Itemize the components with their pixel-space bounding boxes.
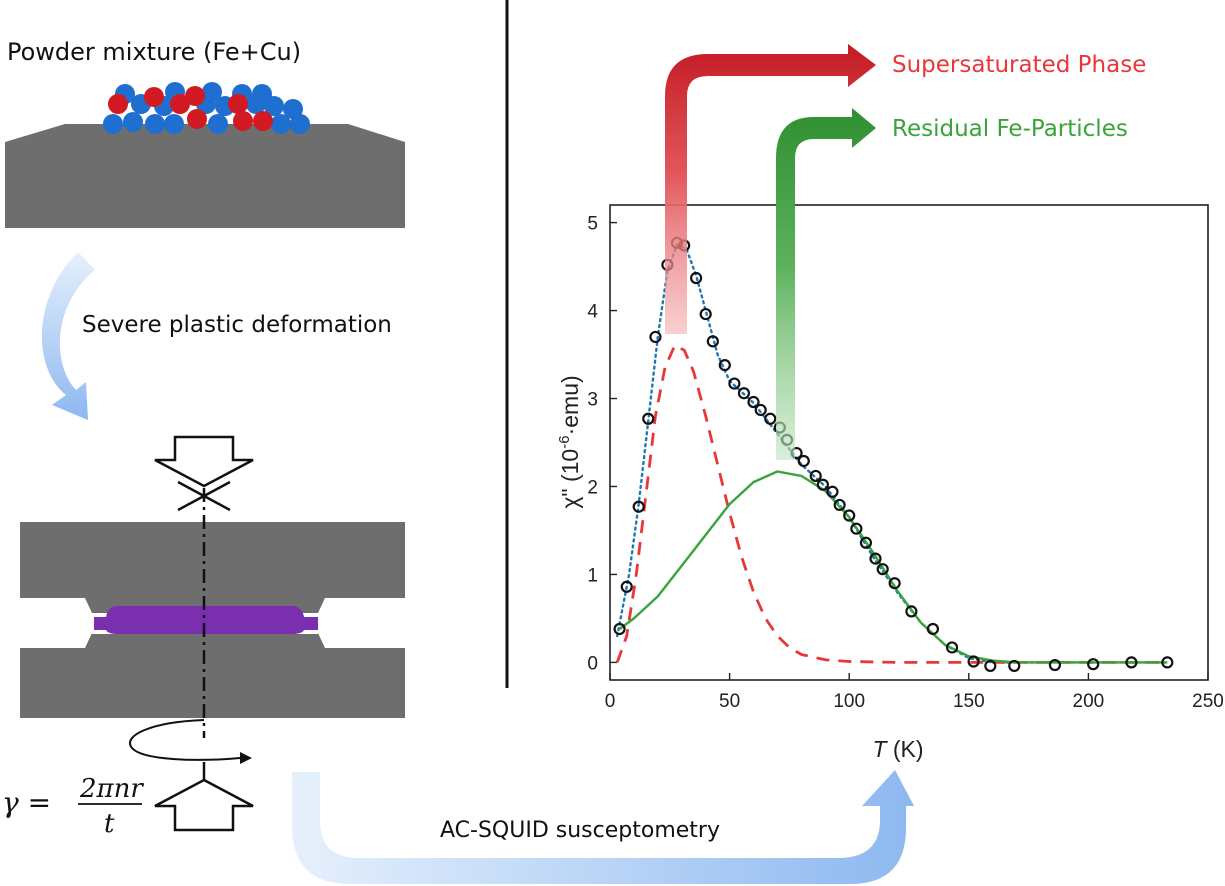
press-arrow-bottom [154, 778, 254, 832]
supersaturated-arrow [665, 44, 876, 334]
data-point-marker [699, 307, 712, 321]
data-point-marker [984, 659, 997, 673]
data-point-marker [816, 478, 829, 491]
residual-curve [618, 470, 1168, 664]
formula-denominator: t [104, 809, 115, 839]
data-point-marker [797, 454, 810, 468]
data-point-marker [888, 577, 901, 590]
data-point-marker [850, 522, 863, 535]
y-tick-label: 1 [587, 565, 598, 586]
formula-numerator: 2πnr [79, 774, 144, 804]
powder-caption: Powder mixture (Fe+Cu) [7, 38, 302, 66]
shear-formula: γ = 2πnr t [2, 774, 144, 839]
squid-flow-arrow [292, 770, 914, 884]
data-point-marker [843, 509, 856, 522]
y-axis-symbol: χ" (10 [557, 449, 583, 509]
y-tick-label: 5 [587, 214, 598, 235]
y-axis-exponent: -6 [556, 435, 573, 448]
y-axis-label: χ" (10-6·emu) [556, 375, 583, 508]
chart-series [615, 243, 1169, 664]
x-tick-label: 150 [953, 691, 985, 712]
spd-arrow [41, 252, 95, 420]
squid-caption: AC-SQUID susceptometry [440, 818, 720, 843]
data-point-marker [649, 330, 662, 344]
spd-caption: Severe plastic deformation [82, 312, 392, 338]
data-point-marker [809, 469, 822, 483]
data-point-marker [737, 387, 751, 400]
residual-label: Residual Fe-Particles [892, 116, 1128, 142]
data-point-marker [876, 563, 889, 576]
powder-anvil [5, 82, 405, 228]
data-point-marker [754, 403, 767, 417]
data-point-marker [613, 622, 626, 636]
data-point-marker [926, 622, 940, 636]
data-point-marker [869, 552, 882, 565]
data-point-marker [728, 377, 741, 390]
x-tick-label: 200 [1073, 691, 1105, 712]
data-point-marker [945, 641, 959, 654]
data-point-marker [967, 655, 980, 668]
data-point-marker [1048, 658, 1062, 672]
data-point-marker [1161, 656, 1174, 669]
rotation-arrow [129, 719, 252, 764]
data-point-marker [706, 335, 719, 348]
data-point-marker [642, 412, 655, 425]
residual-arrow [776, 108, 876, 460]
data-point-marker [1008, 659, 1021, 673]
x-axis-var: T [872, 736, 888, 762]
data-point-marker [1087, 658, 1100, 671]
data-point-marker [620, 580, 633, 593]
x-axis-ticks: 0 50 100 150 200 250 [605, 673, 1224, 712]
x-tick-label: 0 [605, 691, 616, 712]
x-tick-label: 100 [833, 691, 865, 712]
data-point-marker [1125, 656, 1138, 669]
formula-lhs: γ = [2, 786, 51, 819]
x-axis-unit: (K) [887, 736, 924, 762]
supersaturated-label: Supersaturated Phase [892, 52, 1147, 78]
hpt-assembly [20, 435, 405, 832]
y-tick-label: 4 [587, 302, 598, 323]
powder-particles [103, 82, 310, 134]
y-tick-label: 0 [587, 653, 598, 674]
chart-markers [613, 236, 1174, 673]
data-point-marker [690, 271, 703, 285]
data-point-marker [905, 605, 918, 618]
x-tick-label: 250 [1192, 691, 1224, 712]
data-point-marker [833, 498, 846, 512]
y-axis-ticks: 0 1 2 3 4 5 [587, 214, 617, 674]
data-point-marker [718, 358, 731, 372]
data-point-marker [859, 536, 873, 549]
total-fit-curve [616, 243, 1169, 664]
press-arrow-top [154, 435, 254, 488]
data-point-marker [747, 395, 760, 409]
x-tick-label: 50 [719, 691, 740, 712]
data-point-marker [632, 500, 645, 513]
y-tick-label: 3 [587, 390, 598, 411]
y-tick-label: 2 [587, 477, 598, 498]
data-point-marker [764, 412, 777, 425]
chart-frame [609, 204, 1209, 681]
x-axis-label: T (K) [872, 736, 923, 762]
y-axis-rest: ·emu) [557, 375, 583, 435]
data-point-marker [826, 485, 839, 498]
supersaturated-curve [615, 344, 1168, 664]
